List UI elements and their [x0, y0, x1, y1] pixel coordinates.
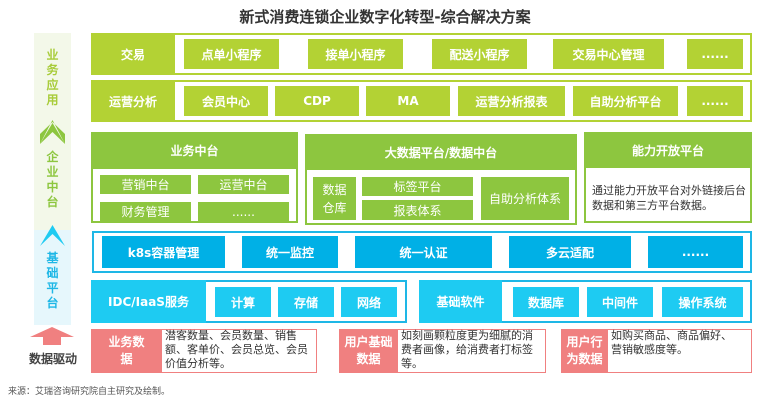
- arrow-up-icon: [30, 327, 74, 345]
- ops-label: 运营分析: [91, 80, 175, 122]
- data-warehouse: 数据仓库: [313, 177, 356, 220]
- cloud-item: 统一认证: [355, 236, 492, 268]
- trade-item: 配送小程序: [432, 39, 527, 69]
- chevron-up-icon: [40, 120, 65, 144]
- data-mid-title: 大数据平台/数据中台: [305, 134, 577, 170]
- drive-desc: 潜客数量、会员数量、销售额、客单价、会员总览、会员价值分析等。: [165, 329, 308, 370]
- cloud-item: 多云适配: [509, 236, 631, 268]
- drive-label: 用户行为数据: [561, 329, 608, 373]
- idc-item: 计算: [215, 287, 271, 317]
- report-system: 报表体系: [362, 200, 473, 220]
- cloud-row: [92, 231, 752, 273]
- self-analysis: 自助分析体系: [481, 177, 569, 220]
- biz-mid-title: 业务中台: [91, 132, 298, 169]
- cloud-item: k8s容器管理: [102, 236, 225, 268]
- trade-item: 交易中心管理: [553, 39, 664, 69]
- biz-mid-item: 财务管理: [100, 202, 191, 221]
- drive-label: 业务数据: [91, 329, 162, 373]
- chevron-up-icon: [40, 225, 65, 246]
- ops-item: 会员中心: [184, 86, 268, 116]
- drive-desc: 如购买商品、商品偏好、营销敏感度等。: [611, 329, 732, 356]
- ops-item: 运营分析报表: [458, 86, 565, 116]
- side-label-app: 业务应用: [46, 48, 59, 107]
- ops-item: MA: [366, 86, 450, 116]
- tag-platform: 标签平台: [362, 177, 473, 196]
- biz-mid-item: 运营中台: [198, 175, 289, 194]
- biz-mid-item: ......: [198, 202, 289, 221]
- idc-item: 网络: [341, 287, 397, 317]
- trade-label: 交易: [91, 33, 175, 75]
- page-title: 新式消费连锁企业数字化转型-综合解决方案: [239, 8, 531, 26]
- ops-item: ......: [687, 86, 743, 116]
- cloud-item: 统一监控: [242, 236, 338, 268]
- drive-desc: 如刻画颗粒度更为细腻的消费者画像，给消费者打标签等。: [401, 329, 533, 370]
- idc-label: IDC/IaaS服务: [91, 280, 206, 323]
- open-desc: 通过能力开放平台对外链接后台数据和第三方平台数据。: [592, 184, 746, 212]
- trade-item: 接单小程序: [308, 39, 403, 69]
- source-note: 来源：艾瑞咨询研究院自主研究及绘制。: [8, 387, 171, 397]
- ops-item: 自助分析平台: [573, 86, 678, 116]
- soft-item: 操作系统: [662, 287, 743, 317]
- cloud-item: ......: [648, 236, 743, 268]
- side-label-drive: 数据驱动: [28, 352, 77, 366]
- biz-mid-item: 营销中台: [100, 175, 191, 194]
- soft-item: 数据库: [513, 287, 579, 317]
- trade-item: 点单小程序: [184, 39, 279, 69]
- drive-label: 用户基础数据: [339, 329, 398, 373]
- idc-item: 存储: [278, 287, 334, 317]
- side-label-middle: 企业中台: [46, 150, 59, 209]
- soft-label: 基础软件: [419, 280, 502, 323]
- side-label-base: 基础平台: [46, 251, 59, 310]
- soft-item: 中间件: [587, 287, 653, 317]
- ops-item: CDP: [275, 86, 359, 116]
- trade-item: ......: [687, 39, 743, 69]
- open-title: 能力开放平台: [584, 132, 752, 168]
